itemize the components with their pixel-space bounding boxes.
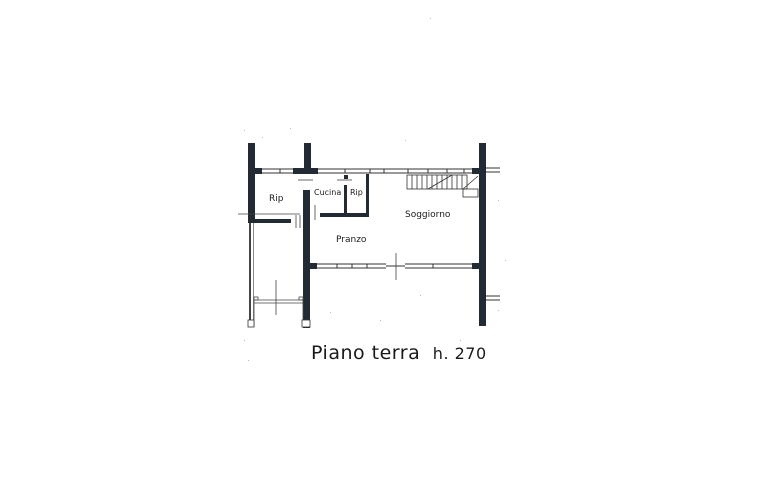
staircase [406, 174, 479, 198]
wall-right [479, 143, 486, 326]
wall-rip-bottom [255, 219, 291, 223]
wall-stub-top [304, 143, 311, 171]
room-label-rip-small: Rip [350, 188, 363, 197]
wall-center [303, 190, 310, 328]
floor-name: Piano terra [311, 342, 421, 364]
room-label-cucina: Cucina [314, 188, 342, 197]
windows [262, 167, 500, 301]
wall-left [248, 143, 255, 223]
walls [248, 143, 486, 328]
ceiling-height: h. 270 [432, 344, 487, 363]
room-label-soggiorno: Soggiorno [405, 210, 451, 220]
detail-lines [238, 179, 397, 327]
floor-plan-title: Piano terra h. 270 [311, 342, 487, 364]
room-label-rip-left: Rip [269, 194, 284, 204]
room-label-pranzo: Pranzo [336, 235, 367, 245]
scan-noise [244, 18, 506, 361]
